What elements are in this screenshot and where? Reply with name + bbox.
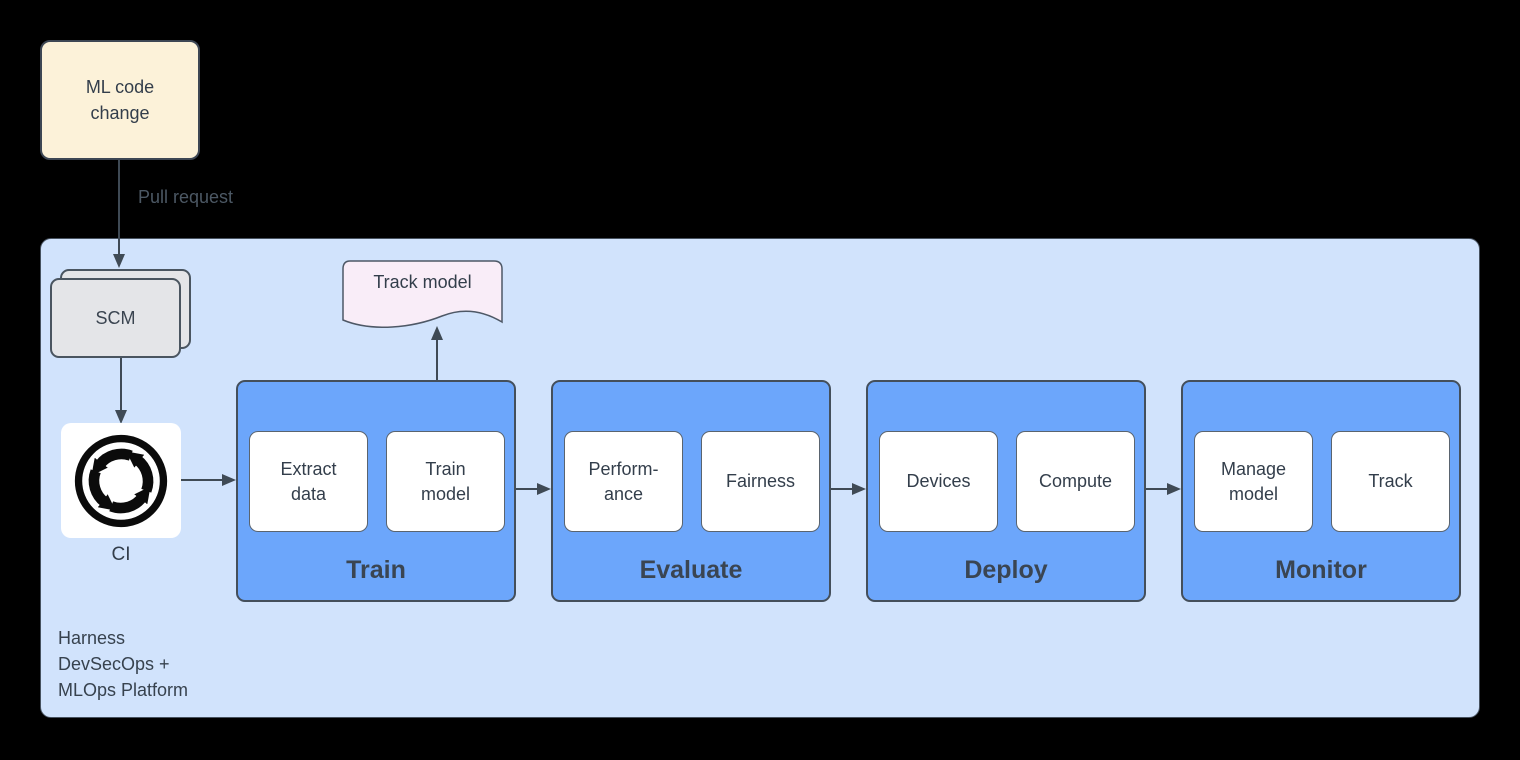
arrow-shaft <box>436 339 438 380</box>
track-model-node: Track model <box>342 260 503 338</box>
ml-code-change-node: ML code change <box>40 40 200 160</box>
section-title-monitor: Monitor <box>1275 556 1367 584</box>
platform-container: SCM CI <box>40 238 1480 718</box>
arrowhead-down-icon <box>115 410 127 424</box>
step-fairness: Fairness <box>701 431 820 532</box>
arrowhead-up-icon <box>431 326 443 340</box>
ci-sync-icon <box>74 434 168 527</box>
ci-to-train-arrow <box>181 474 236 486</box>
step-extract-data: Extract data <box>249 431 368 532</box>
track-model-label: Track model <box>373 272 472 292</box>
section-title-train: Train <box>346 556 406 584</box>
scm-to-ci-arrow <box>115 358 127 424</box>
step-track: Track <box>1331 431 1450 532</box>
platform-caption: Harness DevSecOps + MLOps Platform <box>58 628 189 700</box>
step-train-model: Train model <box>386 431 505 532</box>
step-performance: Perform- ance <box>564 431 683 532</box>
arrow-shaft <box>118 160 120 255</box>
arrowhead-down-icon <box>113 254 125 268</box>
arrow-shaft <box>181 479 223 481</box>
step-manage-model: Manage model <box>1194 431 1313 532</box>
arrow-shaft <box>831 488 853 490</box>
evaluate-to-deploy-arrow <box>831 483 866 495</box>
step-devices: Devices <box>879 431 998 532</box>
train-to-track-model-arrow <box>431 326 443 380</box>
section-train: Extract data Train model Train <box>236 380 516 602</box>
ci-node <box>61 423 181 538</box>
arrowhead-right-icon <box>222 474 236 486</box>
deploy-to-monitor-arrow <box>1146 483 1181 495</box>
arrowhead-right-icon <box>1167 483 1181 495</box>
section-title-evaluate: Evaluate <box>639 556 743 584</box>
section-evaluate: Perform- ance Fairness Evaluate <box>551 380 831 602</box>
pull-request-label: Pull request <box>138 187 234 207</box>
section-deploy: Devices Compute Deploy <box>866 380 1146 602</box>
document-shape-icon <box>342 260 503 328</box>
arrowhead-right-icon <box>852 483 866 495</box>
arrow-shaft <box>1146 488 1168 490</box>
section-title-deploy: Deploy <box>964 556 1048 584</box>
arrow-shaft <box>516 488 538 490</box>
arrow-shaft <box>120 358 122 411</box>
arrowhead-right-icon <box>537 483 551 495</box>
section-monitor: Manage model Track Monitor <box>1181 380 1461 602</box>
ci-label: CI <box>111 544 131 565</box>
scm-node: SCM <box>50 278 181 358</box>
step-compute: Compute <box>1016 431 1135 532</box>
train-to-evaluate-arrow <box>516 483 551 495</box>
scm-label: SCM <box>95 307 136 328</box>
pull-request-arrow <box>113 160 125 268</box>
